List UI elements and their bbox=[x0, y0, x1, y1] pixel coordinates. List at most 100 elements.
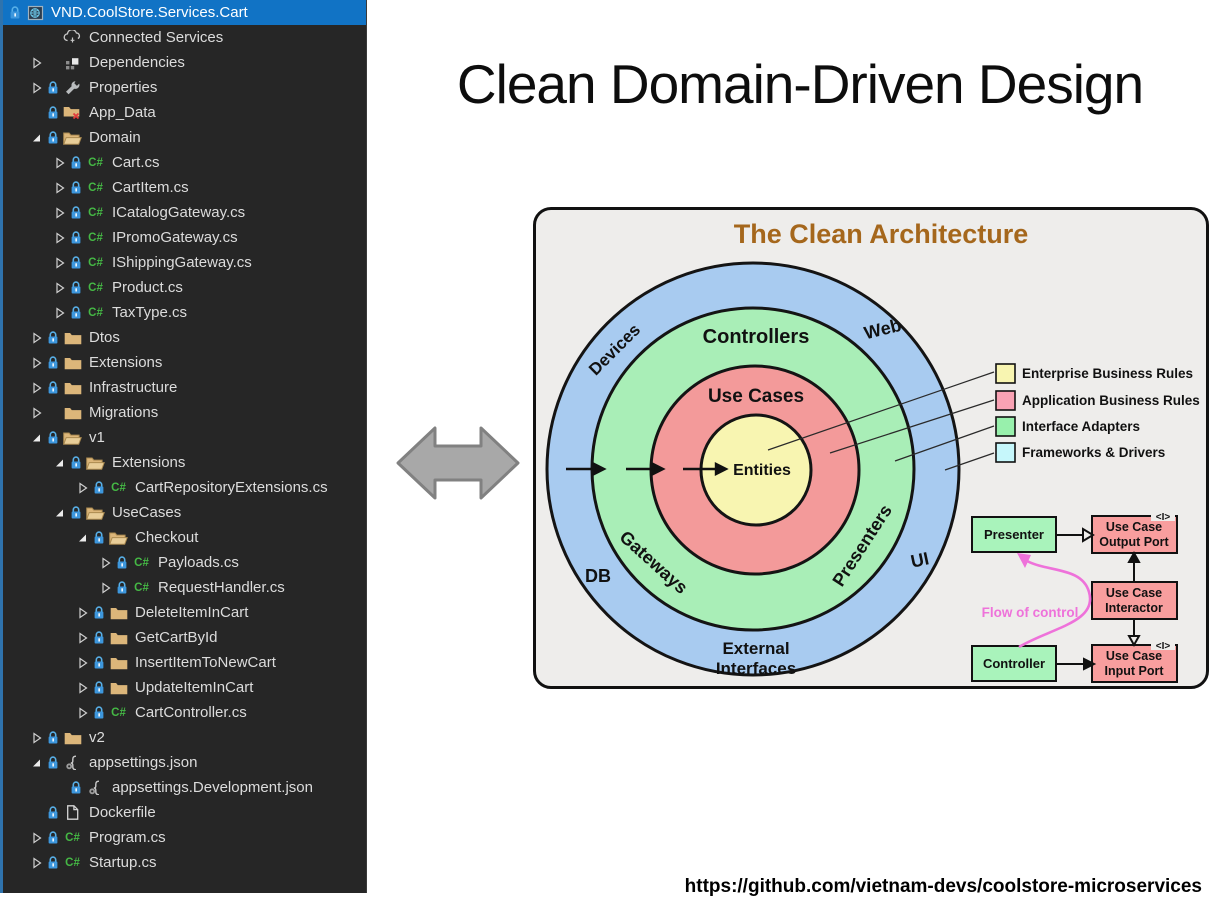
flow-of-control-arrow bbox=[1018, 559, 1092, 649]
tree-item[interactable]: appsettings.json bbox=[3, 750, 366, 775]
label-external-1: External bbox=[722, 639, 789, 658]
tree-item[interactable]: VND.CoolStore.Services.Cart bbox=[3, 0, 366, 25]
csharp-icon: C# bbox=[111, 706, 126, 719]
tree-item[interactable]: v1 bbox=[3, 425, 366, 450]
tree-item[interactable]: UseCases bbox=[3, 500, 366, 525]
expand-arrow-icon[interactable] bbox=[74, 681, 91, 694]
tree-item-label: CartItem.cs bbox=[112, 179, 189, 196]
lock-icon bbox=[91, 680, 107, 695]
expand-arrow-icon[interactable] bbox=[51, 181, 68, 194]
expand-arrow-icon[interactable] bbox=[74, 606, 91, 619]
lock-icon bbox=[45, 430, 61, 445]
tree-item[interactable]: C#Product.cs bbox=[3, 275, 366, 300]
tree-item[interactable]: C#CartRepositoryExtensions.cs bbox=[3, 475, 366, 500]
lock-icon bbox=[68, 180, 84, 195]
collapse-arrow-icon[interactable] bbox=[51, 457, 68, 468]
tree-item[interactable]: DeleteItemInCart bbox=[3, 600, 366, 625]
expand-arrow-icon[interactable] bbox=[51, 156, 68, 169]
tree-item-label: RequestHandler.cs bbox=[158, 579, 285, 596]
expand-arrow-icon[interactable] bbox=[51, 256, 68, 269]
expand-arrow-icon[interactable] bbox=[28, 831, 45, 844]
expand-arrow-icon[interactable] bbox=[74, 481, 91, 494]
tree-item[interactable]: v2 bbox=[3, 725, 366, 750]
tree-item[interactable]: GetCartById bbox=[3, 625, 366, 650]
tree-item[interactable]: Dtos bbox=[3, 325, 366, 350]
expand-arrow-icon[interactable] bbox=[97, 581, 114, 594]
tree-item[interactable]: C#IPromoGateway.cs bbox=[3, 225, 366, 250]
expand-arrow-icon[interactable] bbox=[28, 856, 45, 869]
collapse-arrow-icon[interactable] bbox=[28, 757, 45, 768]
tree-item[interactable]: Properties bbox=[3, 75, 366, 100]
collapse-arrow-icon[interactable] bbox=[28, 132, 45, 143]
expand-arrow-icon[interactable] bbox=[51, 281, 68, 294]
tree-item[interactable]: appsettings.Development.json bbox=[3, 775, 366, 800]
expand-arrow-icon[interactable] bbox=[28, 356, 45, 369]
inward-arrows bbox=[566, 462, 729, 476]
expand-arrow-icon[interactable] bbox=[28, 731, 45, 744]
expand-arrow-icon[interactable] bbox=[51, 206, 68, 219]
input-port-label: Use Case bbox=[1106, 649, 1162, 663]
folder-icon bbox=[61, 331, 84, 345]
expand-arrow-icon[interactable] bbox=[28, 331, 45, 344]
lock-icon bbox=[45, 130, 61, 145]
tree-item-label: InsertItemToNewCart bbox=[135, 654, 276, 671]
output-port-label: Output Port bbox=[1099, 535, 1169, 549]
output-port-label: Use Case bbox=[1106, 520, 1162, 534]
expand-arrow-icon[interactable] bbox=[28, 406, 45, 419]
collapse-arrow-icon[interactable] bbox=[28, 432, 45, 443]
lock-icon bbox=[45, 830, 61, 845]
lock-icon bbox=[45, 730, 61, 745]
lock-icon bbox=[45, 805, 61, 820]
legend-callout-lines bbox=[767, 371, 995, 471]
tree-item-label: v1 bbox=[89, 429, 105, 446]
tree-item-label: Properties bbox=[89, 79, 158, 96]
tree-item[interactable]: Domain bbox=[3, 125, 366, 150]
csharp-icon: C# bbox=[134, 556, 149, 569]
tree-item[interactable]: C#RequestHandler.cs bbox=[3, 575, 366, 600]
tree-item[interactable]: Migrations bbox=[3, 400, 366, 425]
tree-item-label: GetCartById bbox=[135, 629, 218, 646]
tree-item[interactable]: C#Cart.cs bbox=[3, 150, 366, 175]
tree-item-label: v2 bbox=[89, 729, 105, 746]
tree-item[interactable]: Dockerfile bbox=[3, 800, 366, 825]
tree-item-label: Infrastructure bbox=[89, 379, 178, 396]
expand-arrow-icon[interactable] bbox=[28, 381, 45, 394]
expand-arrow-icon[interactable] bbox=[28, 56, 45, 69]
tree-item[interactable]: Extensions bbox=[3, 450, 366, 475]
expand-arrow-icon[interactable] bbox=[97, 556, 114, 569]
expand-arrow-icon[interactable] bbox=[28, 81, 45, 94]
expand-arrow-icon[interactable] bbox=[51, 231, 68, 244]
tree-item[interactable]: Extensions bbox=[3, 350, 366, 375]
tree-item[interactable]: App_Data bbox=[3, 100, 366, 125]
tree-item[interactable]: InsertItemToNewCart bbox=[3, 650, 366, 675]
tree-item[interactable]: C#TaxType.cs bbox=[3, 300, 366, 325]
legend-item: Frameworks & Drivers bbox=[995, 442, 1165, 463]
tree-item[interactable]: Infrastructure bbox=[3, 375, 366, 400]
diagram-title: The Clean Architecture bbox=[734, 219, 1029, 249]
tree-item[interactable]: Dependencies bbox=[3, 50, 366, 75]
expand-arrow-icon[interactable] bbox=[74, 706, 91, 719]
tree-item-label: Payloads.cs bbox=[158, 554, 239, 571]
tree-item[interactable]: C#IShippingGateway.cs bbox=[3, 250, 366, 275]
collapse-arrow-icon[interactable] bbox=[51, 507, 68, 518]
tree-item[interactable]: C#CartItem.cs bbox=[3, 175, 366, 200]
expand-arrow-icon[interactable] bbox=[74, 631, 91, 644]
svg-text:Enterprise Business Rules: Enterprise Business Rules bbox=[1022, 366, 1193, 381]
folder-icon bbox=[107, 631, 130, 645]
expand-arrow-icon[interactable] bbox=[51, 306, 68, 319]
tree-item[interactable]: C#CartController.cs bbox=[3, 700, 366, 725]
tree-item-label: Extensions bbox=[89, 354, 163, 371]
tree-item[interactable]: UpdateItemInCart bbox=[3, 675, 366, 700]
tree-item[interactable]: C#ICatalogGateway.cs bbox=[3, 200, 366, 225]
expand-arrow-icon[interactable] bbox=[74, 656, 91, 669]
tree-item-label: IShippingGateway.cs bbox=[112, 254, 252, 271]
collapse-arrow-icon[interactable] bbox=[74, 532, 91, 543]
folder-icon bbox=[107, 656, 130, 670]
lock-icon bbox=[45, 80, 61, 95]
tree-item[interactable]: C#Program.cs bbox=[3, 825, 366, 850]
tree-item[interactable]: C# Payloads.cs bbox=[3, 550, 366, 575]
tree-item[interactable]: C#Startup.cs bbox=[3, 850, 366, 875]
tree-item[interactable]: Checkout bbox=[3, 525, 366, 550]
tree-item[interactable]: Connected Services bbox=[3, 25, 366, 50]
